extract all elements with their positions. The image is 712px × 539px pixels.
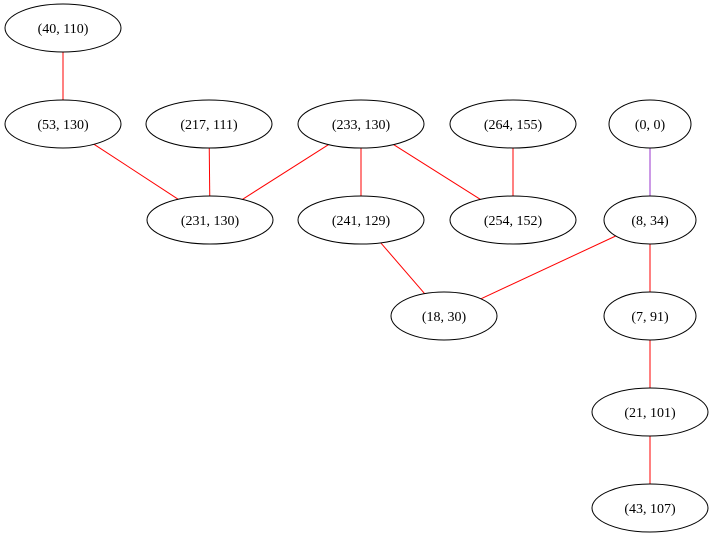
node-ellipse <box>390 291 498 341</box>
graph-node: (53, 130) <box>4 99 122 149</box>
node-ellipse <box>603 291 697 341</box>
node-ellipse <box>297 99 425 149</box>
edges-layer <box>62 52 651 484</box>
node-ellipse <box>449 195 577 245</box>
node-ellipse <box>145 99 273 149</box>
node-label: (0, 0) <box>635 118 666 133</box>
node-ellipse <box>449 99 577 149</box>
graph-node: (241, 129) <box>297 195 425 245</box>
edge-n53_130-n231_130 <box>93 143 179 200</box>
graph-node: (264, 155) <box>449 99 577 149</box>
graph-node: (7, 91) <box>603 291 697 341</box>
graph-node: (21, 101) <box>591 387 709 437</box>
edge-n8_34-n18_30 <box>480 235 616 300</box>
graph-node: (43, 107) <box>591 483 709 533</box>
node-ellipse <box>146 195 274 245</box>
node-ellipse <box>608 99 692 149</box>
edge-n241_129-n18_30 <box>380 242 426 294</box>
graph-node: (0, 0) <box>608 99 692 149</box>
node-label: (8, 34) <box>631 214 669 229</box>
node-label: (40, 110) <box>38 22 89 37</box>
node-ellipse <box>591 483 709 533</box>
node-ellipse <box>591 387 709 437</box>
node-label: (7, 91) <box>631 310 669 325</box>
graph-node: (40, 110) <box>4 3 122 53</box>
node-ellipse <box>4 99 122 149</box>
graph-node: (8, 34) <box>603 195 697 245</box>
node-label: (21, 101) <box>624 406 676 421</box>
node-ellipse <box>603 195 697 245</box>
node-label: (217, 111) <box>180 118 238 133</box>
node-label: (53, 130) <box>37 118 89 133</box>
edge-n233_130-n231_130 <box>242 144 329 200</box>
node-ellipse <box>4 3 122 53</box>
node-ellipse <box>297 195 425 245</box>
nodes-layer: (40, 110) (53, 130) (217, 111) (233, 130) (2… <box>4 3 709 533</box>
node-label: (241, 129) <box>332 214 391 229</box>
graph-node: (233, 130) <box>297 99 425 149</box>
graph-node: (231, 130) <box>146 195 274 245</box>
edge-n233_130-n254_152 <box>393 144 481 200</box>
node-label: (264, 155) <box>484 118 543 133</box>
node-label: (43, 107) <box>624 502 676 517</box>
graph-node: (254, 152) <box>449 195 577 245</box>
graph-node: (217, 111) <box>145 99 273 149</box>
graph-node: (18, 30) <box>390 291 498 341</box>
node-label: (233, 130) <box>332 118 391 133</box>
node-label: (18, 30) <box>422 310 467 325</box>
node-label: (231, 130) <box>181 214 240 229</box>
node-label: (254, 152) <box>484 214 543 229</box>
edge-n217_111-n231_130 <box>208 147 211 197</box>
